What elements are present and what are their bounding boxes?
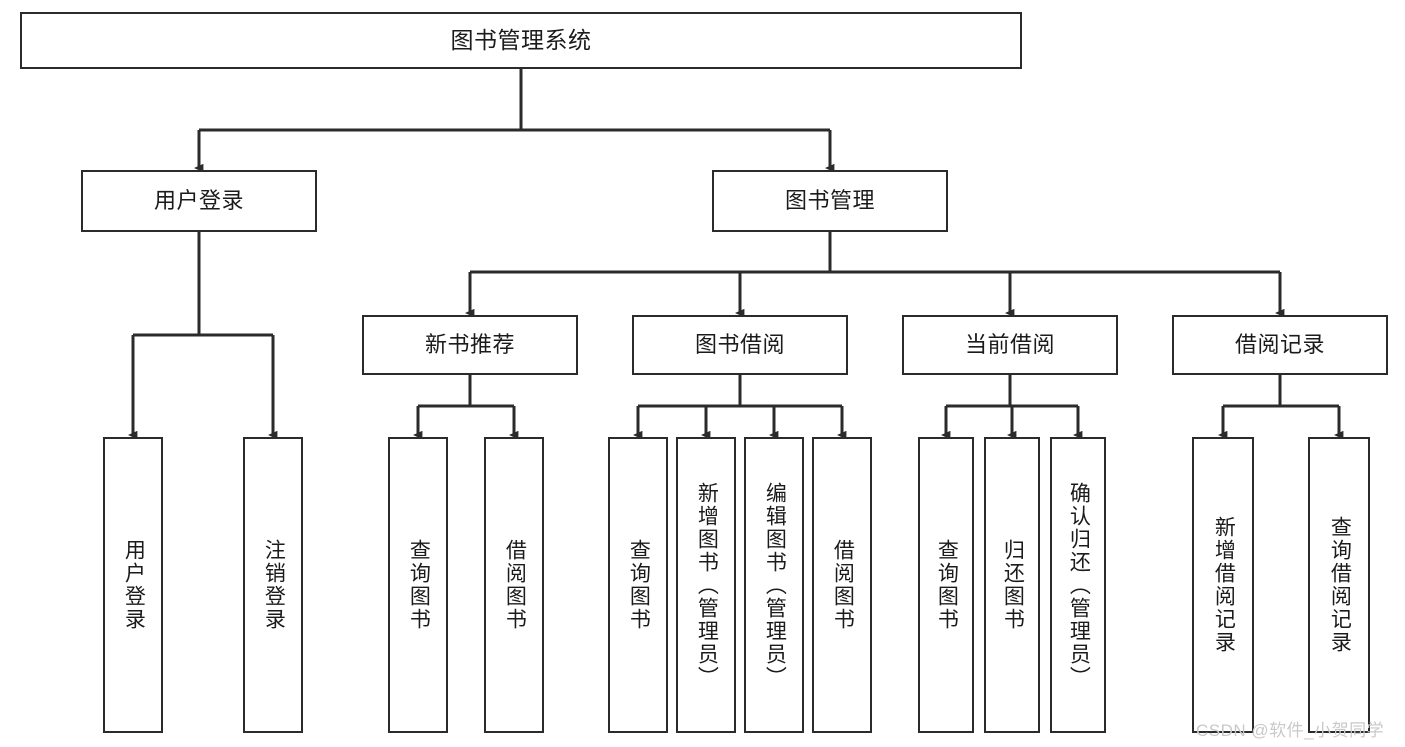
node-leaf-cur-2[interactable]: 归还图书 [984, 437, 1040, 733]
node-leaf-rec-1[interactable]: 新增借阅记录 [1192, 437, 1254, 733]
node-label: 查询图书 [935, 539, 959, 631]
node-newbook[interactable]: 新书推荐 [362, 315, 578, 375]
node-label: 当前借阅 [964, 332, 1055, 358]
node-leaf-borrow-3[interactable]: 编辑图书（管理员） [744, 437, 804, 733]
node-leaf-cur-3[interactable]: 确认归还（管理员） [1050, 437, 1106, 733]
node-leaf-borrow-1[interactable]: 查询图书 [608, 437, 668, 733]
node-label: 图书管理 [784, 188, 875, 214]
node-records[interactable]: 借阅记录 [1172, 315, 1388, 375]
node-label: 借阅记录 [1234, 332, 1325, 358]
node-leaf-new-2[interactable]: 借阅图书 [484, 437, 544, 733]
node-label: 新增图书（管理员） [695, 481, 719, 689]
node-current[interactable]: 当前借阅 [902, 315, 1118, 375]
node-label: 编辑图书（管理员） [763, 481, 787, 689]
node-leaf-new-1[interactable]: 查询图书 [388, 437, 448, 733]
node-leaf-borrow-4[interactable]: 借阅图书 [812, 437, 872, 733]
node-label: 图书借阅 [694, 332, 785, 358]
node-label: 借阅图书 [831, 539, 855, 631]
node-root[interactable]: 图书管理系统 [20, 12, 1022, 69]
node-login[interactable]: 用户登录 [81, 170, 317, 232]
node-label: 归还图书 [1001, 539, 1025, 631]
node-label: 查询图书 [627, 539, 651, 631]
node-label: 查询借阅记录 [1328, 516, 1352, 654]
node-label: 确认归还（管理员） [1067, 481, 1091, 689]
node-leaf-cur-1[interactable]: 查询图书 [918, 437, 974, 733]
node-label: 查询图书 [407, 539, 431, 631]
node-label: 新增借阅记录 [1212, 516, 1236, 654]
node-leaf-login-2[interactable]: 注销登录 [243, 437, 303, 733]
node-label: 借阅图书 [503, 539, 527, 631]
node-label: 新书推荐 [424, 332, 515, 358]
node-borrow[interactable]: 图书借阅 [632, 315, 848, 375]
node-label: 用户登录 [122, 539, 146, 631]
node-leaf-rec-2[interactable]: 查询借阅记录 [1308, 437, 1370, 733]
node-leaf-login-1[interactable]: 用户登录 [103, 437, 163, 733]
node-label: 图书管理系统 [450, 26, 592, 53]
node-bookmgmt[interactable]: 图书管理 [712, 170, 948, 232]
node-label: 注销登录 [262, 539, 286, 631]
node-leaf-borrow-2[interactable]: 新增图书（管理员） [676, 437, 736, 733]
node-label: 用户登录 [153, 188, 244, 214]
